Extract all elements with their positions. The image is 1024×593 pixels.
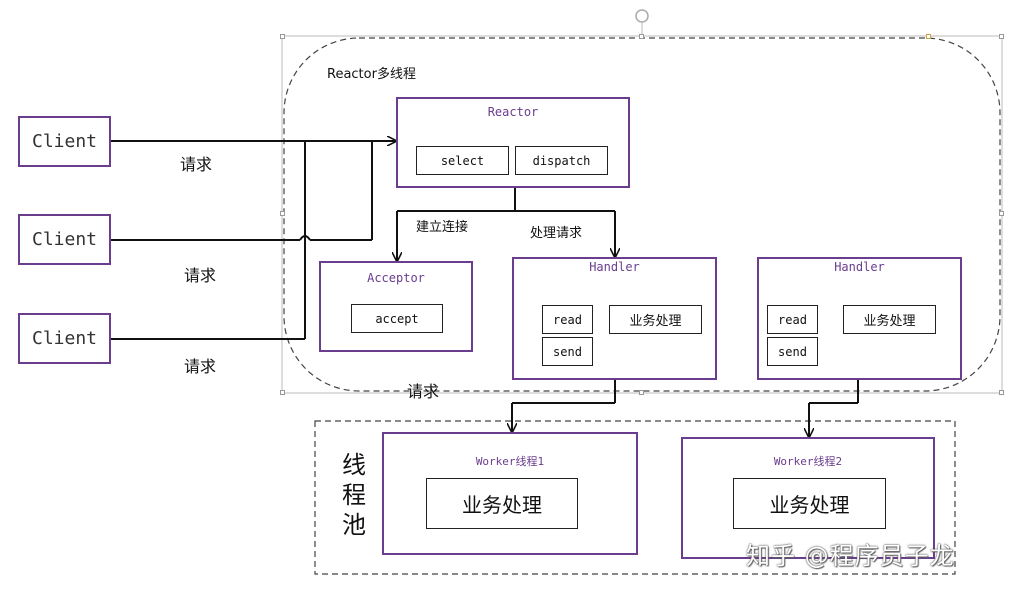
rotate-handle xyxy=(635,9,649,23)
resize-handle[interactable] xyxy=(999,390,1004,395)
resize-handle[interactable] xyxy=(999,34,1004,39)
handler-box: Handler read send 业务处理 xyxy=(757,257,962,380)
region-label: Reactor多线程 xyxy=(327,67,416,82)
handler-title: Handler xyxy=(834,260,885,274)
request-label: 请求 xyxy=(184,357,217,376)
resize-handle[interactable] xyxy=(639,34,644,39)
request-label: 请求 xyxy=(407,382,440,401)
client-box: Client xyxy=(18,313,111,364)
reactor-box: Reactor select dispatch xyxy=(396,97,630,188)
worker-box: Worker线程1 业务处理 xyxy=(382,432,638,555)
read-box: read xyxy=(542,305,593,334)
adjust-handle[interactable] xyxy=(926,34,931,39)
resize-handle[interactable] xyxy=(280,34,285,39)
handler-box: Handler read send 业务处理 xyxy=(512,257,717,380)
worker-box: Worker线程2 业务处理 xyxy=(681,437,935,559)
worker-title: Worker线程1 xyxy=(475,455,545,468)
resize-handle[interactable] xyxy=(999,211,1004,216)
connect-label: 建立连接 xyxy=(416,220,469,235)
handler-title: Handler xyxy=(589,260,640,274)
reactor-title: Reactor xyxy=(487,105,539,119)
request-label: 请求 xyxy=(180,155,213,174)
business-box: 业务处理 xyxy=(609,305,702,334)
client-box: Client xyxy=(18,116,111,167)
send-box: send xyxy=(542,337,593,366)
resize-handle[interactable] xyxy=(639,390,644,395)
read-box: read xyxy=(767,305,818,334)
handle-request-label: 处理请求 xyxy=(530,226,583,241)
thread-pool-label: 线程池 xyxy=(342,451,366,539)
dispatch-box: dispatch xyxy=(515,146,608,175)
business-box: 业务处理 xyxy=(843,305,936,334)
acceptor-box: Acceptor accept xyxy=(319,261,473,352)
worker-title: Worker线程2 xyxy=(773,455,843,468)
accept-box: accept xyxy=(351,304,443,333)
resize-handle[interactable] xyxy=(280,211,285,216)
resize-handle[interactable] xyxy=(280,390,285,395)
acceptor-title: Acceptor xyxy=(367,271,425,285)
worker-business-box: 业务处理 xyxy=(733,478,886,529)
thread-pool-region xyxy=(314,420,956,575)
worker-business-box: 业务处理 xyxy=(426,478,578,529)
watermark: 知乎 @程序员子龙 xyxy=(746,542,955,570)
request-label: 请求 xyxy=(184,266,217,285)
client-box: Client xyxy=(18,214,111,265)
select-box: select xyxy=(416,146,509,175)
send-box: send xyxy=(767,337,818,366)
